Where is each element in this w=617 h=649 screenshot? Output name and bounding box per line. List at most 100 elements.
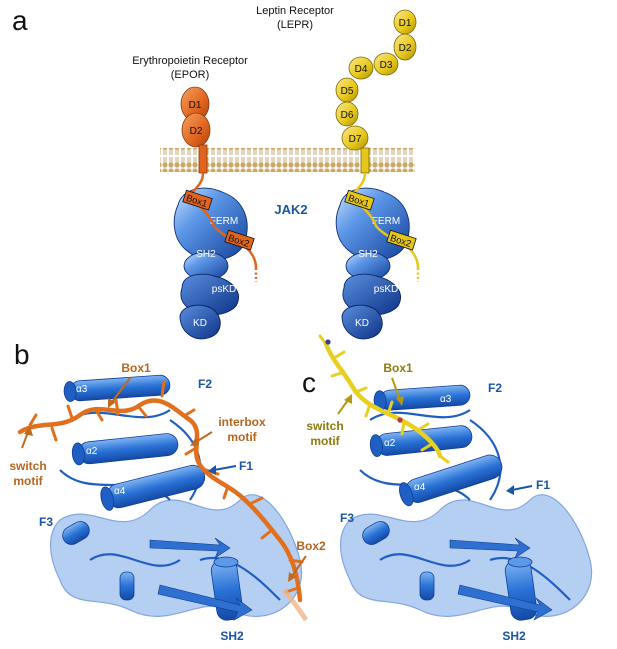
- b-f2-label: F2: [198, 377, 212, 391]
- c-switch-label-1: switch: [306, 419, 343, 433]
- epor-box2: [224, 229, 255, 251]
- b-switch-arrowhead: [24, 426, 33, 436]
- c-switch-arrowhead: [344, 394, 352, 404]
- b-f1-label: F1: [239, 459, 253, 473]
- c-box1-label: Box1: [383, 361, 413, 375]
- b-alpha2-helix: [71, 433, 179, 466]
- b-sh2-label: SH2: [220, 629, 244, 643]
- c-alpha2-helix: [369, 425, 473, 457]
- lepr-transmembrane: [360, 147, 370, 174]
- c-small-helix: [419, 571, 435, 601]
- b-box1-arrow: [111, 377, 131, 403]
- b-interbox-arrow: [195, 431, 213, 443]
- c-f3-label: F3: [340, 511, 354, 525]
- c-beta-sheet-region: [339, 494, 593, 617]
- lepr-d7-domain: [341, 125, 369, 151]
- lepr-box2: [386, 229, 417, 251]
- cell-membrane: [160, 148, 415, 172]
- b-epor-peptide-backbone: [17, 398, 303, 603]
- c-switch-label-2: motif: [310, 434, 340, 448]
- lepr-d3-label: D3: [380, 60, 393, 71]
- lepr-subtitle: (LEPR): [277, 19, 313, 31]
- c-alpha4-label: α4: [414, 482, 426, 493]
- c-sh2-label: SH2: [502, 629, 526, 643]
- epor-pskd-label: psKD: [212, 284, 236, 295]
- c-alpha4-helix: [399, 454, 503, 507]
- lepr-jak2-kd-domain: [341, 304, 383, 340]
- b-alpha3-helix: [63, 374, 171, 402]
- lepr-d2-domain: [393, 33, 417, 61]
- c-f1-label: F1: [536, 478, 550, 492]
- b-f1-arrowhead: [208, 465, 216, 475]
- b-f3-label: F3: [39, 515, 53, 529]
- epor-jak2-pskd-domain: [180, 273, 239, 316]
- c-f1-arrowhead: [506, 485, 514, 495]
- lepr-d5-label: D5: [341, 86, 354, 97]
- panel-b-letter: b: [14, 339, 30, 370]
- epor-intracellular-tail: [188, 172, 258, 269]
- jak2-label: JAK2: [274, 202, 307, 217]
- epor-subtitle: (EPOR): [171, 69, 210, 81]
- c-alpha3-label: α3: [440, 394, 452, 405]
- lepr-d4-label: D4: [355, 64, 368, 75]
- epor-jak2-kd-domain: [179, 304, 221, 340]
- b-alpha2-label: α2: [86, 446, 98, 457]
- b-f3-helix: [62, 521, 90, 545]
- b-box2-arrow: [291, 555, 307, 577]
- lepr-d7-label: D7: [349, 134, 362, 145]
- c-atom-1: [325, 339, 331, 345]
- b-box2-arrowhead: [288, 572, 296, 582]
- c-box1-arrow: [391, 377, 401, 401]
- lepr-receptor: D1 D2 D3 D4 D5 D6 D7: [335, 9, 417, 174]
- b-beta-strand-1: [149, 537, 231, 559]
- epor-receptor: D1 D2: [180, 86, 211, 174]
- b-epor-sidechains: [28, 380, 304, 594]
- c-alpha3-helix: [373, 384, 471, 412]
- epor-transmembrane: [198, 144, 208, 174]
- c-alpha2-label: α2: [384, 438, 396, 449]
- c-lepr-peptide-backbone: [323, 341, 443, 459]
- lepr-d6-domain: [335, 101, 359, 127]
- b-box1-arrowhead: [108, 398, 116, 408]
- b-interbox-arrowhead: [190, 437, 199, 446]
- lepr-d3-domain: [373, 52, 399, 76]
- lepr-box1: [344, 189, 375, 211]
- panel-c-structure: α3 α2 α4: [318, 334, 593, 621]
- lepr-title: Leptin Receptor: [256, 5, 334, 17]
- b-switch-label-1: switch: [9, 459, 46, 473]
- lepr-ferm-label: FERM: [372, 216, 400, 227]
- epor-kd-label: KD: [193, 318, 207, 329]
- lepr-sh2-label: SH2: [358, 249, 378, 260]
- c-box1-arrowhead: [396, 396, 404, 406]
- lepr-intracellular-tail: [350, 172, 420, 269]
- c-f1-arrow: [511, 485, 533, 491]
- panel-c-letter: c: [302, 367, 316, 398]
- lepr-d6-label: D6: [341, 110, 354, 121]
- epor-d2-label: D2: [190, 126, 203, 137]
- b-box2-label: Box2: [296, 539, 326, 553]
- lepr-d2-label: D2: [399, 43, 412, 54]
- b-interbox-label-2: motif: [227, 430, 257, 444]
- b-f1-arrow: [213, 465, 237, 471]
- b-small-helix: [119, 571, 135, 601]
- b-alpha4-label: α4: [114, 486, 126, 497]
- lepr-kd-label: KD: [355, 318, 369, 329]
- b-box1-label: Box1: [121, 361, 151, 375]
- b-alpha3-label: α3: [76, 384, 88, 395]
- b-interbox-label-1: interbox: [218, 415, 266, 429]
- c-f2-label: F2: [488, 381, 502, 395]
- epor-ferm-label: FERM: [210, 216, 238, 227]
- epor-title: Erythropoietin Receptor: [132, 55, 248, 67]
- epor-sh2-label: SH2: [196, 249, 216, 260]
- b-beta-strand-2: [157, 584, 253, 621]
- lepr-pskd-label: psKD: [374, 284, 398, 295]
- c-atom-2: [397, 417, 403, 423]
- lepr-jak2-complex: FERM SH2 psKD KD Box1 Box2: [335, 172, 420, 340]
- lepr-d4-domain: [348, 56, 374, 80]
- b-alpha4-helix: [100, 464, 206, 511]
- epor-jak2-complex: FERM SH2 psKD KD Box1 Box2: [173, 172, 258, 340]
- c-beta-strand-1: [449, 537, 531, 559]
- b-switch-label-2: motif: [13, 474, 43, 488]
- epor-d2-domain: [181, 112, 211, 148]
